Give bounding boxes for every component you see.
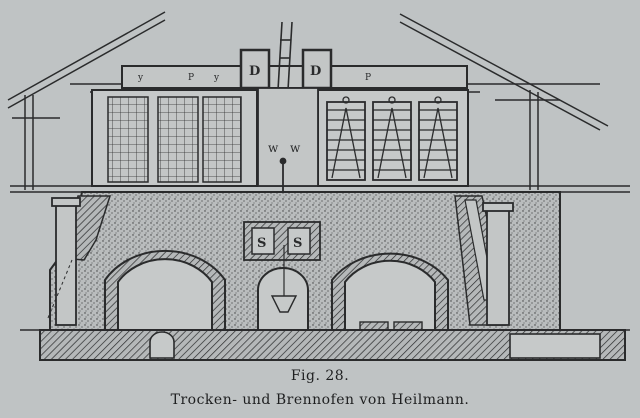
central-ash-pit [257, 267, 309, 331]
underground-flue [149, 331, 175, 359]
flue-label-right: w [290, 141, 301, 155]
damper-left-box [239, 48, 271, 90]
fire-hole-right [287, 227, 311, 255]
ash-pit-hopper [270, 295, 298, 313]
damper-left-label: D [249, 64, 260, 79]
firing-chamber-right [344, 259, 436, 331]
figure-number: Fig. 28. [290, 368, 350, 384]
upper-mark-y2: y [213, 73, 220, 83]
ladder [277, 21, 293, 91]
dashed-guide [47, 259, 73, 319]
fire-hole-left [251, 227, 275, 255]
drying-racks-right [326, 96, 458, 181]
underground-duct [509, 333, 601, 359]
drying-racks-left [107, 96, 242, 183]
upper-mark-p1: P [188, 73, 194, 83]
flue-label-left: w [268, 141, 279, 155]
upper-mark-p2: P [365, 73, 371, 83]
upper-flue-box [121, 65, 468, 89]
roof-left [7, 11, 166, 190]
damper-right-box [301, 48, 333, 90]
damper-right-label: D [310, 64, 321, 79]
roof-right [399, 13, 609, 190]
figure-title: Trocken- und Brennofen von Heilmann. [170, 392, 470, 408]
firing-chamber-left [117, 258, 213, 331]
upper-mark-y1: y [137, 73, 144, 83]
fire-hole-label-right: S [293, 236, 302, 251]
pillars [51, 197, 514, 326]
central-shaft [257, 87, 319, 245]
fire-hole-label-left: S [257, 236, 266, 251]
